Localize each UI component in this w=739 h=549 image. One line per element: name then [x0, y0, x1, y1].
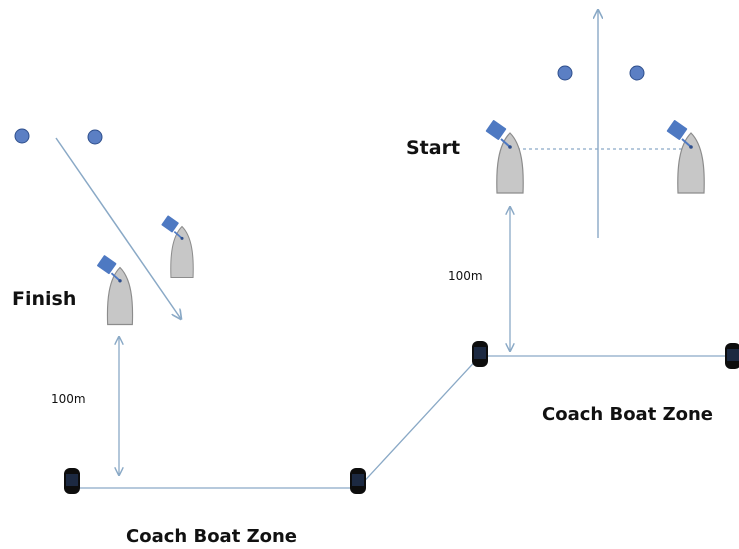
coach-zone-label-left: Coach Boat Zone: [126, 526, 297, 547]
start-mark-left: [557, 65, 573, 81]
coach-zone-boundary: [72, 355, 739, 489]
finish-label: Finish: [12, 288, 76, 310]
coach-zone-label-right: Coach Boat Zone: [542, 404, 713, 425]
start-label: Start: [406, 137, 460, 159]
start-mark-right: [629, 65, 645, 81]
finish-direction-arrow: [55, 137, 181, 319]
finish-boat-lower: [95, 253, 134, 326]
finish-mark-right: [87, 129, 103, 145]
buoy-right: [725, 343, 739, 369]
start-distance-label: 100m: [448, 269, 483, 283]
start-boat-right: [665, 118, 706, 194]
buoy-middle: [350, 468, 366, 494]
finish-mark-left: [14, 128, 30, 144]
start-boat-left: [484, 118, 525, 194]
finish-distance-label: 100m: [51, 392, 86, 406]
finish-boat-upper: [160, 214, 195, 279]
buoy-left: [64, 468, 80, 494]
buoy-upper: [472, 341, 488, 367]
